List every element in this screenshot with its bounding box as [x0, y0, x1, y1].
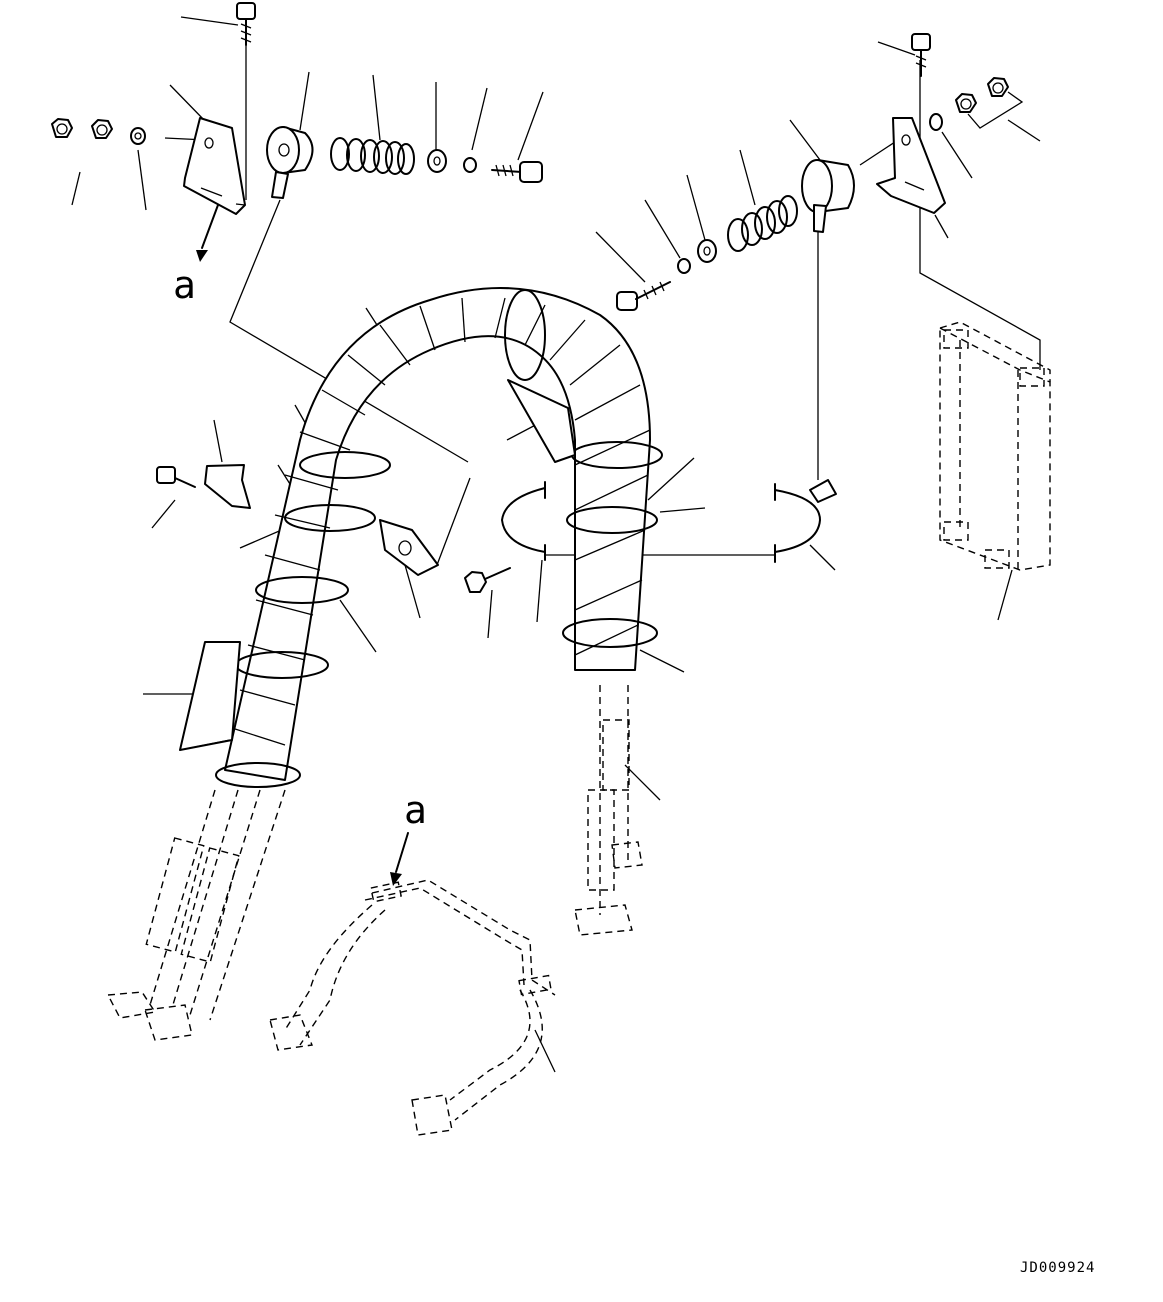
drawing-number: JD009924 [1020, 1260, 1095, 1276]
bolt-icon-mid-left [156, 466, 196, 488]
washer-icon-flat-left [427, 149, 477, 173]
clamp-icon-tag-bracket [507, 379, 576, 463]
bracket-icon-right [876, 117, 946, 214]
tube-icon-lower-right [574, 685, 643, 936]
hose-icon-wrapped [224, 287, 651, 781]
clamp-icon-mid-bracket [379, 519, 439, 576]
clamp-icon-mid-left [204, 464, 251, 509]
support-frame [269, 879, 556, 1136]
nut-icon-pair-left [51, 118, 113, 139]
bolt-icon-damper-right [616, 281, 671, 311]
bolt-icon-mid-center [464, 567, 511, 593]
view-label-upper: a [173, 263, 196, 307]
bolt-icon-top-left [236, 2, 256, 46]
tube-icon-lower-left [106, 789, 286, 1041]
nut-icon-pair-right [955, 77, 1024, 129]
bolt-icon-damper-left [491, 161, 543, 183]
view-label-lower: a [404, 788, 427, 832]
washer-icon-right [929, 113, 943, 131]
clamp-icon-half-left [501, 481, 546, 561]
cooler-icon [939, 321, 1051, 572]
washer-icon-flat-right [677, 239, 717, 274]
washer-icon-left [130, 127, 146, 145]
spring-icon-right [727, 195, 798, 252]
spring-icon-left [330, 137, 415, 175]
view-arrow-lower: a [390, 788, 427, 886]
bolt-icon-top-right [911, 33, 931, 77]
clamp-icon-half-right [774, 479, 837, 563]
view-arrow-upper: a [173, 204, 219, 307]
mount-sleeve-left [266, 126, 314, 199]
leader-lines [71, 16, 1041, 1073]
bracket-icon-left [183, 117, 246, 215]
cover-plate-left [179, 641, 241, 751]
mount-sleeve-right [801, 159, 855, 233]
